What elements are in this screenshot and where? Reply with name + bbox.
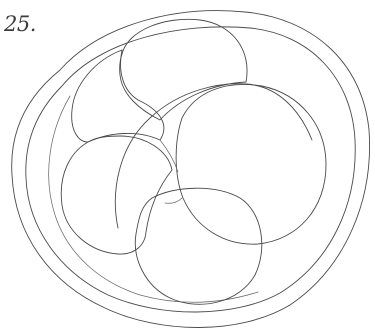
cell-middle-left bbox=[61, 136, 172, 254]
inner-contour bbox=[49, 96, 258, 302]
inner-membrane bbox=[26, 27, 355, 312]
cell-right-large bbox=[176, 84, 326, 244]
cell-top bbox=[120, 19, 247, 120]
cell-bottom bbox=[135, 188, 262, 304]
cell-junction-line bbox=[160, 140, 178, 172]
cell-junction-line bbox=[165, 198, 182, 203]
cell-overlap-arc bbox=[115, 84, 312, 228]
